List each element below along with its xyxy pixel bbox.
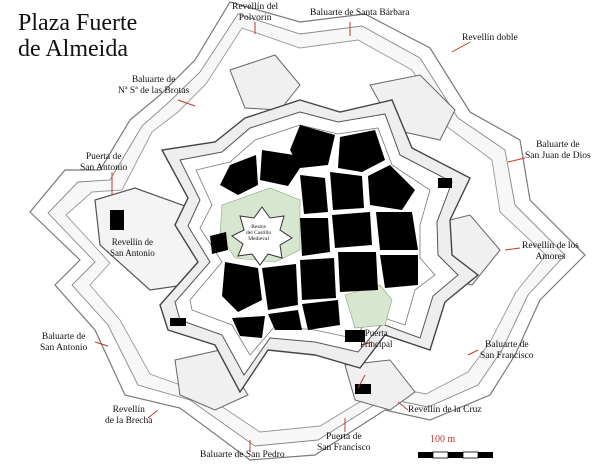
scale-bar <box>418 451 493 459</box>
label-puerta-principal: Puerta Principal <box>360 328 393 349</box>
label-baluarte-san-francisco: Baluarte de San Francisco <box>480 340 534 361</box>
title-line-1: Plaza Fuerte <box>18 10 138 36</box>
label-baluarte-brotas: Baluarte de Nª Sª de las Brotas <box>118 75 190 96</box>
map-title: Plaza Fuerte de Almeida <box>18 10 137 62</box>
label-revellin-brecha: Revellín de la Brecha <box>105 405 153 426</box>
revellin-cruz-shape <box>344 359 416 411</box>
revellin-brecha-shape <box>174 349 249 411</box>
label-revellin-doble: Revellín doble <box>462 33 518 43</box>
label-baluarte-santa-barbara: Baluarte de Santa Bárbara <box>310 8 410 18</box>
label-baluarte-san-antonio: Baluarte de San Antonio <box>40 332 88 353</box>
revellin-polvorin <box>229 54 301 111</box>
label-revellin-amores: Revellín de los Amores <box>522 241 579 262</box>
label-puerta-san-antonio: Puerta de San Antonio <box>80 152 128 173</box>
label-revellin-cruz: Revellín de la Cruz <box>408 405 482 415</box>
castle-star <box>231 206 293 266</box>
label-revellin-san-antonio: Revellín de San Antonio <box>110 237 155 258</box>
leader-lines <box>94 22 526 452</box>
label-revellin-polvorin: Revellín del Polvorín <box>232 2 279 23</box>
label-baluarte-san-juan: Baluarte de San Juan de Dios <box>525 140 591 161</box>
title-line-2: de Almeida <box>18 36 128 62</box>
label-castillo: Restos del Castillo Medieval <box>246 224 272 242</box>
bastion-buildings <box>110 178 452 394</box>
scale-label: 100 m <box>430 434 456 445</box>
label-puerta-san-francisco: Puerta de San Francisco <box>317 432 371 453</box>
town-blocks <box>210 125 418 338</box>
label-baluarte-san-pedro: Baluarte de San Pedro <box>200 450 285 460</box>
